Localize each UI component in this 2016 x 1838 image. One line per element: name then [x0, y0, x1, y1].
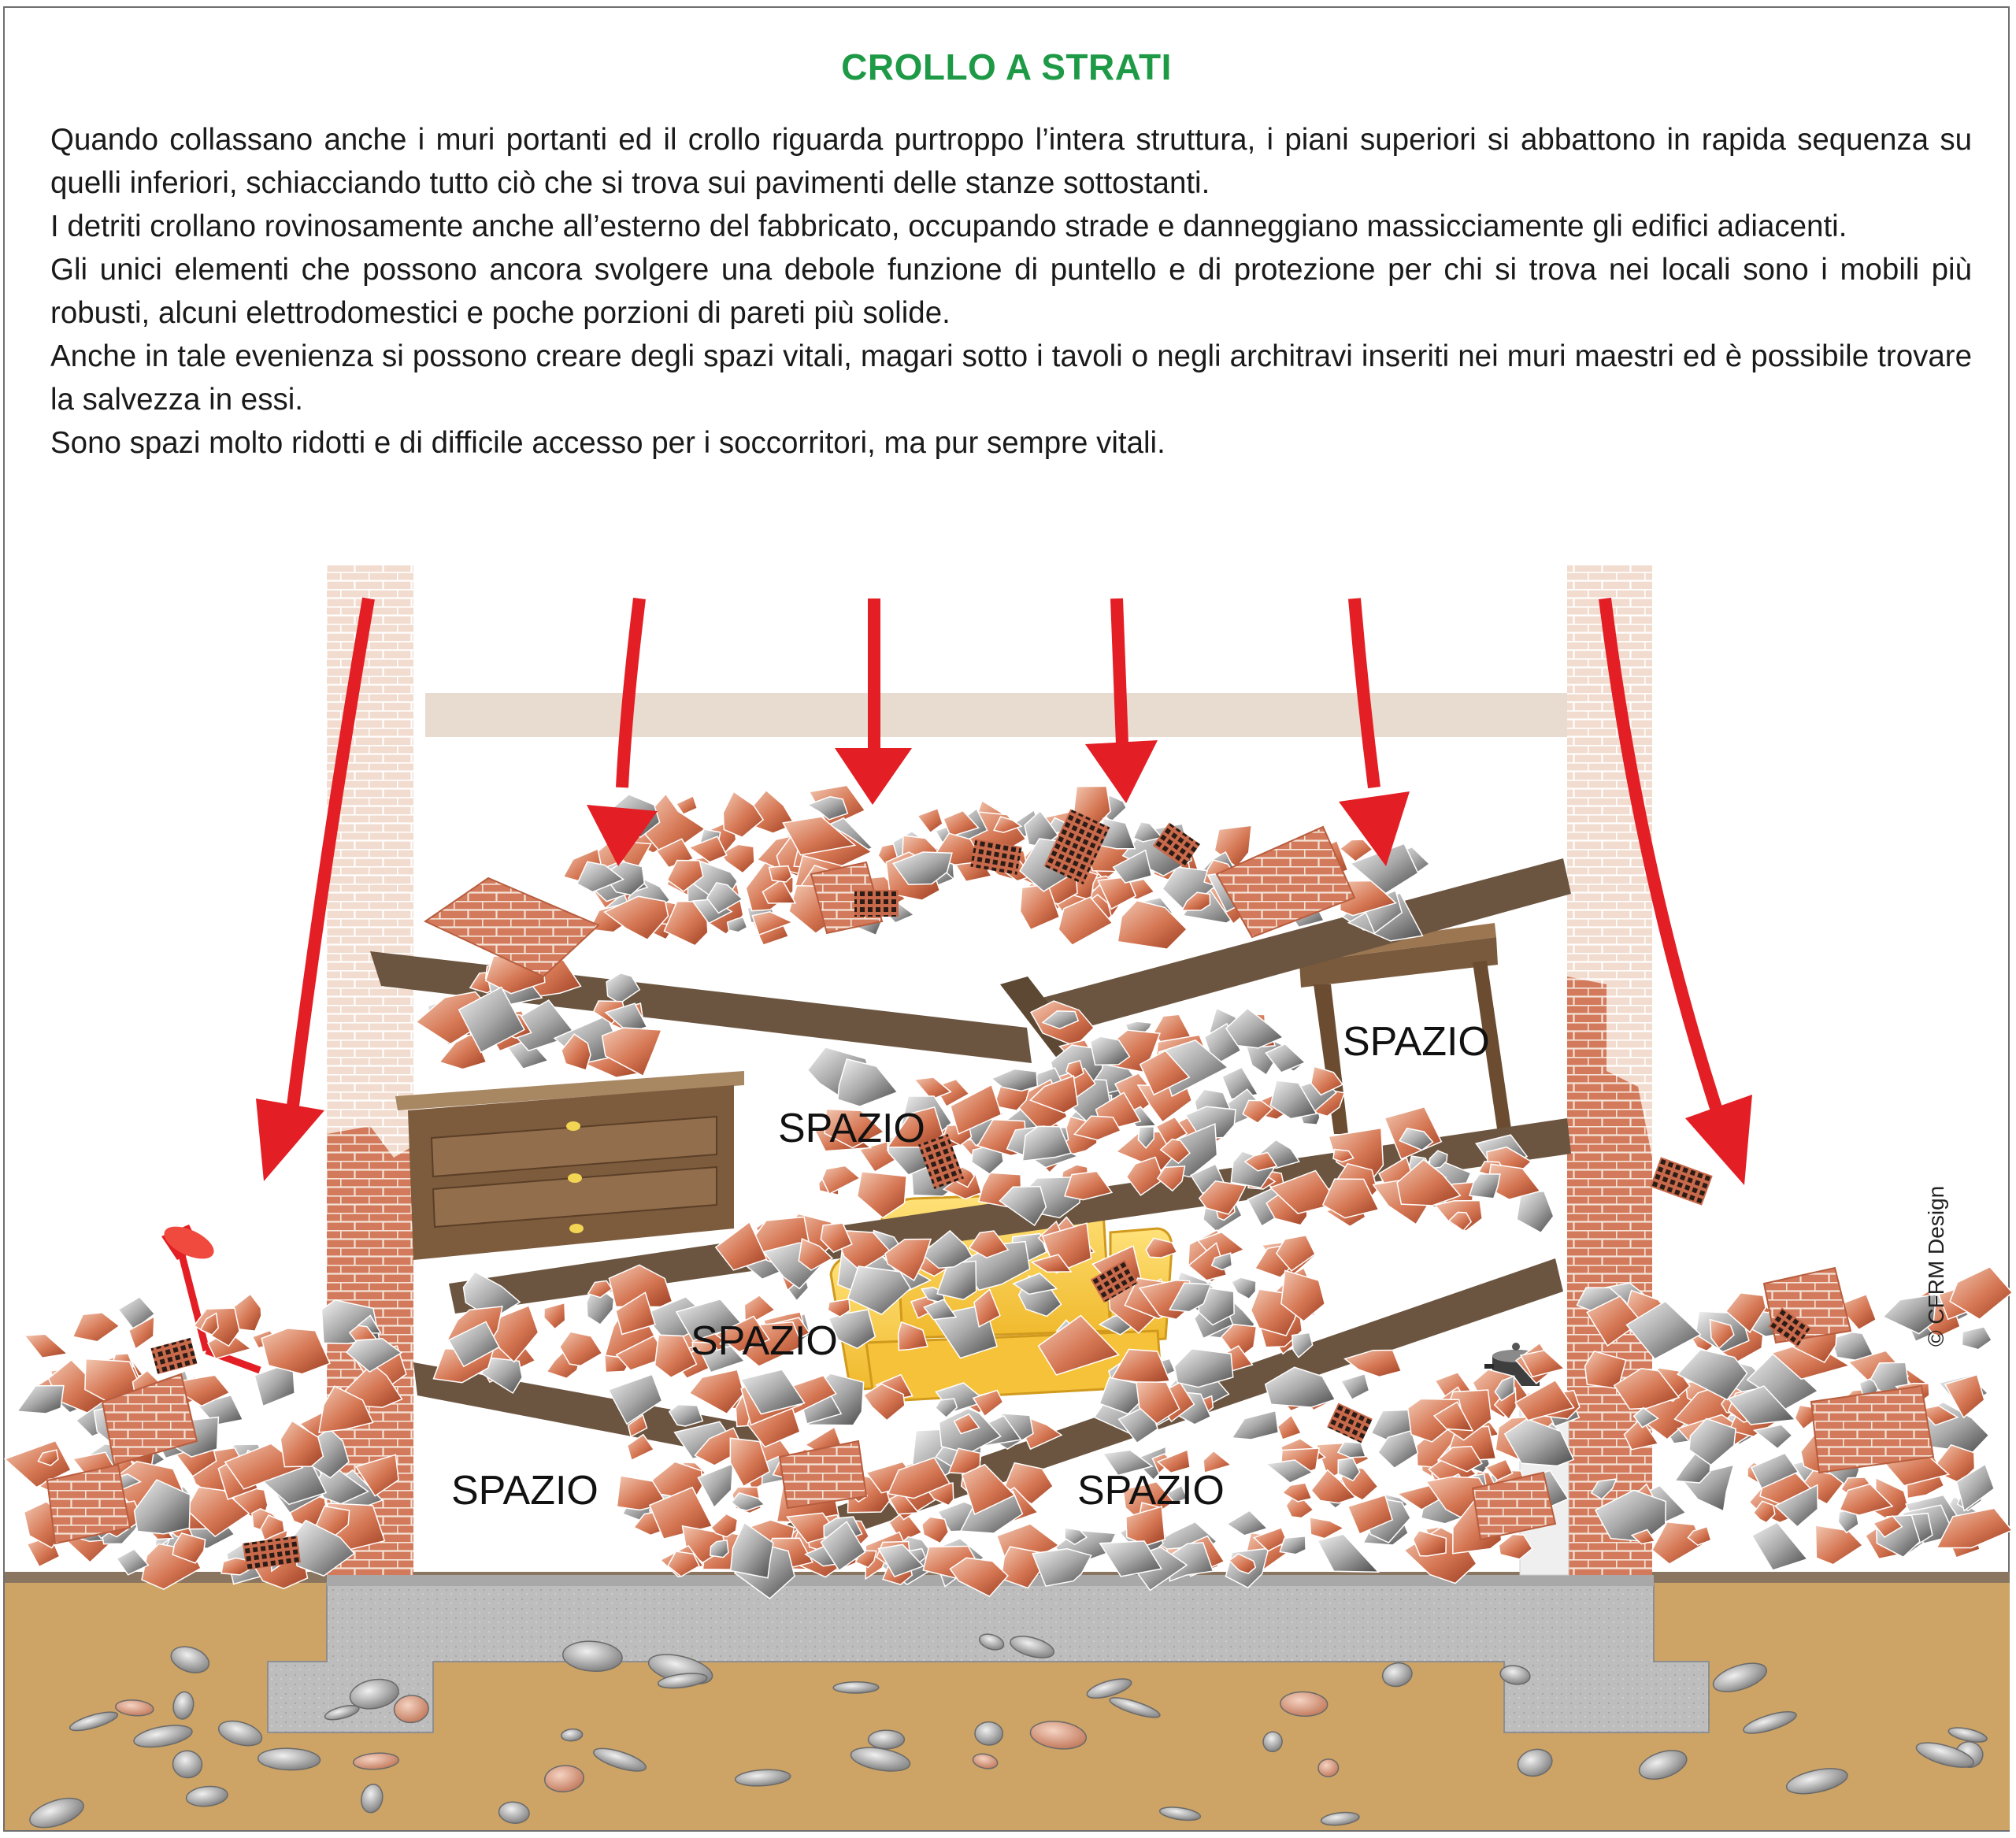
- arrow-head-3: [835, 748, 912, 805]
- paragraph-3: Gli unici elementi che possono ancora sv…: [50, 253, 1972, 330]
- arrow-head-4: [1085, 740, 1158, 803]
- arrow-shaft-1: [285, 597, 375, 1119]
- figure-title: CROLLO A STRATI: [841, 46, 1172, 87]
- rubble-pile-10: [714, 1213, 1326, 1376]
- slab-upper-right: [1016, 858, 1571, 1038]
- arrow-head-6: [1685, 1095, 1752, 1185]
- paragraph-5: Sono spazi molto ridotti e di difficile …: [50, 426, 1166, 460]
- label-spazio-table: SPAZIO: [1343, 1019, 1490, 1065]
- copyright-credit: © CFRM Design: [1924, 1186, 1948, 1347]
- arrow-shaft-2: [616, 598, 646, 788]
- original-top-floor: [425, 693, 1575, 737]
- arrow-head-2: [587, 805, 658, 866]
- arrow-head-1: [256, 1099, 324, 1181]
- arrow-shaft-4: [1110, 598, 1128, 745]
- desk-lamp: [161, 1225, 261, 1374]
- arrow-shaft-6: [1599, 598, 1723, 1113]
- rubble-pile-7: [806, 1046, 1142, 1227]
- paragraph-2: I detriti crollano rovinosamente anche a…: [50, 209, 1847, 243]
- buried-stones: [29, 1633, 1988, 1829]
- label-spazio-right: SPAZIO: [1077, 1468, 1225, 1514]
- label-spazio-left: SPAZIO: [451, 1468, 598, 1514]
- chest-of-drawers: [395, 1071, 744, 1260]
- rubble-piles: [3, 784, 2014, 1599]
- paragraph-1: Quando collassano anche i muri portanti …: [50, 123, 1972, 200]
- rubble-pile-8: [1115, 1106, 1555, 1234]
- label-spazio-drawer: SPAZIO: [778, 1106, 925, 1151]
- rubble-pile-12: [1093, 1342, 1581, 1589]
- arrow-shaft-5: [1348, 598, 1380, 788]
- paragraph-4: Anche in tale evenienza si possono crear…: [50, 339, 1972, 417]
- brick-chunks: [46, 825, 1935, 1545]
- rubble-pile-13: [659, 1506, 1225, 1599]
- rubble-pile-5: [415, 942, 663, 1078]
- concrete-foundation: [267, 1582, 1710, 1733]
- label-spazio-sofa: SPAZIO: [691, 1318, 838, 1364]
- hollow-bricks: [150, 809, 1811, 1570]
- ground: [5, 1572, 2010, 1830]
- arrow-head-5: [1339, 791, 1410, 866]
- collapse-arrows: [256, 597, 1752, 1185]
- description-text: Quando collassano anche i muri portanti …: [50, 118, 1972, 465]
- rubble-pile-2: [1576, 1265, 2014, 1571]
